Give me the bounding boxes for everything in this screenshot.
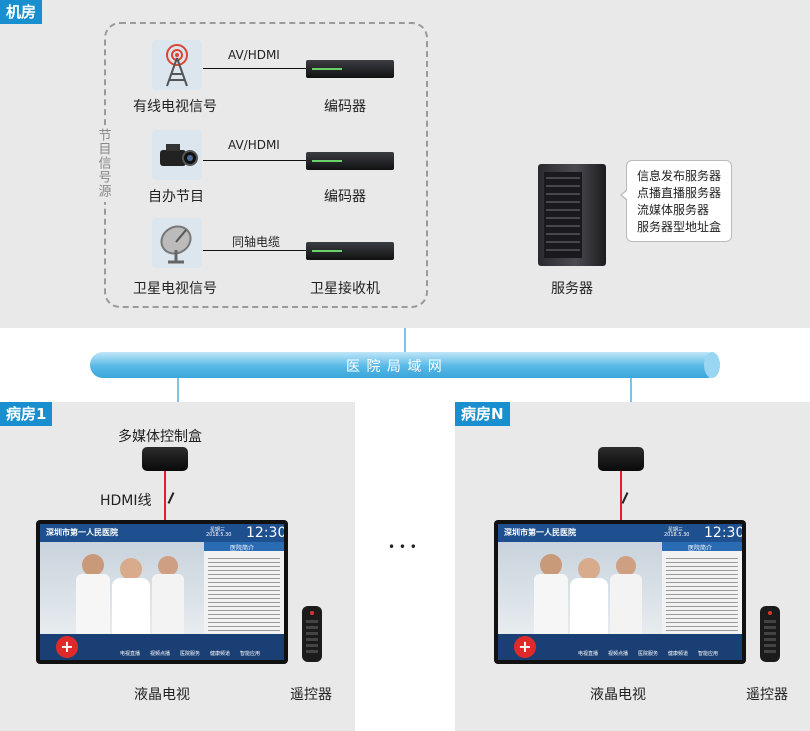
tv-screen: 深圳市第一人民医院 2018.5.30 星期三 12:30 医院简介 + 电视直… bbox=[498, 524, 742, 660]
server-rack-icon bbox=[538, 164, 606, 266]
tv-menu-item: 视频点播 bbox=[608, 651, 629, 657]
antenna-tower-icon bbox=[152, 40, 202, 90]
video-camera-icon bbox=[152, 130, 202, 180]
server-function-item: 服务器型地址盒 bbox=[637, 220, 722, 234]
source-label-1: 有线电视信号 bbox=[133, 99, 217, 115]
source-group-label: 节目信号源 bbox=[93, 128, 113, 202]
encoder-device-1 bbox=[306, 60, 394, 78]
lcd-tv-wardN: 深圳市第一人民医院 2018.5.30 星期三 12:30 医院简介 + 电视直… bbox=[494, 520, 746, 664]
source-label-2: 自办节目 bbox=[148, 189, 204, 205]
tv-menu-item: 电视直播 bbox=[578, 651, 599, 657]
link-line-1 bbox=[203, 68, 308, 69]
tv-time: 12:30 bbox=[704, 525, 742, 541]
ward1-title: 病房1 bbox=[0, 402, 53, 426]
remote-control-wardN bbox=[760, 606, 780, 662]
wardN-title: 病房N bbox=[455, 402, 510, 426]
source-label-3: 卫星电视信号 bbox=[133, 281, 217, 297]
tv-weekday: 星期三 bbox=[668, 527, 684, 533]
link-line-2 bbox=[203, 160, 308, 161]
tv-menu-item: 医院服务 bbox=[638, 651, 659, 657]
link-label-3: 同轴电缆 bbox=[232, 235, 281, 249]
lcd-tv-ward1: 深圳市第一人民医院 2018.5.30 星期三 12:30 医院简介 + 电视直… bbox=[36, 520, 288, 664]
tv-menu-item: 医院服务 bbox=[180, 651, 201, 657]
tv-hospital-name: 深圳市第一人民医院 bbox=[504, 528, 576, 537]
remote-label-ward1: 遥控器 bbox=[290, 687, 332, 703]
medical-cross-icon: + bbox=[56, 636, 78, 658]
network-link-machine-room bbox=[404, 328, 406, 352]
set-top-box-wardN bbox=[598, 447, 644, 471]
tv-date: 2018.5.30 bbox=[664, 532, 690, 538]
server-function-item: 流媒体服务器 bbox=[637, 203, 710, 217]
network-link-ward1 bbox=[177, 378, 179, 402]
network-link-wardN bbox=[630, 378, 632, 402]
remote-control-ward1 bbox=[302, 606, 322, 662]
tv-label-wardN: 液晶电视 bbox=[590, 687, 646, 703]
server-functions-callout: 信息发布服务器 点播直播服务器 流媒体服务器 服务器型地址盒 bbox=[620, 160, 732, 242]
tv-menu-item: 健康频道 bbox=[210, 651, 231, 657]
tv-panel-title: 医院简介 bbox=[688, 545, 713, 552]
cable-label: HDMI线 bbox=[100, 493, 152, 509]
tv-hospital-name: 深圳市第一人民医院 bbox=[46, 528, 118, 537]
tv-weekday: 星期三 bbox=[210, 527, 226, 533]
network-label: 医 院 局 域 网 bbox=[346, 359, 443, 375]
satellite-receiver-device bbox=[306, 242, 394, 260]
tv-menu-item: 健康频道 bbox=[668, 651, 689, 657]
server-label: 服务器 bbox=[551, 281, 593, 297]
device-label-3: 卫星接收机 bbox=[310, 281, 380, 297]
tv-menu-item: 智能应用 bbox=[698, 651, 719, 657]
device-label-1: 编码器 bbox=[324, 99, 366, 115]
remote-label-wardN: 遥控器 bbox=[746, 687, 788, 703]
tv-menu-item: 视频点播 bbox=[150, 651, 171, 657]
link-line-3 bbox=[203, 250, 308, 251]
link-label-1: AV/HDMI bbox=[228, 48, 280, 62]
more-wards-ellipsis: • • • bbox=[388, 540, 417, 554]
set-top-box-ward1 bbox=[142, 447, 188, 471]
satellite-dish-icon bbox=[152, 218, 202, 268]
tv-panel-title: 医院简介 bbox=[230, 545, 255, 552]
tv-time: 12:30 bbox=[246, 525, 284, 541]
stb-label: 多媒体控制盒 bbox=[118, 429, 202, 445]
tv-screen: 深圳市第一人民医院 2018.5.30 星期三 12:30 医院简介 + 电视直… bbox=[40, 524, 284, 660]
tv-label-ward1: 液晶电视 bbox=[134, 687, 190, 703]
server-function-item: 信息发布服务器 bbox=[637, 169, 722, 183]
hdmi-cable-ward1 bbox=[164, 471, 166, 521]
server-function-item: 点播直播服务器 bbox=[637, 186, 722, 200]
network-bus bbox=[90, 352, 720, 378]
tv-date: 2018.5.30 bbox=[206, 532, 232, 538]
encoder-device-2 bbox=[306, 152, 394, 170]
device-label-2: 编码器 bbox=[324, 189, 366, 205]
hdmi-cable-wardN bbox=[620, 471, 622, 521]
medical-cross-icon: + bbox=[514, 636, 536, 658]
machine-room-title: 机房 bbox=[0, 0, 43, 24]
tv-menu-item: 智能应用 bbox=[240, 651, 261, 657]
link-label-2: AV/HDMI bbox=[228, 138, 280, 152]
tv-menu-item: 电视直播 bbox=[120, 651, 141, 657]
